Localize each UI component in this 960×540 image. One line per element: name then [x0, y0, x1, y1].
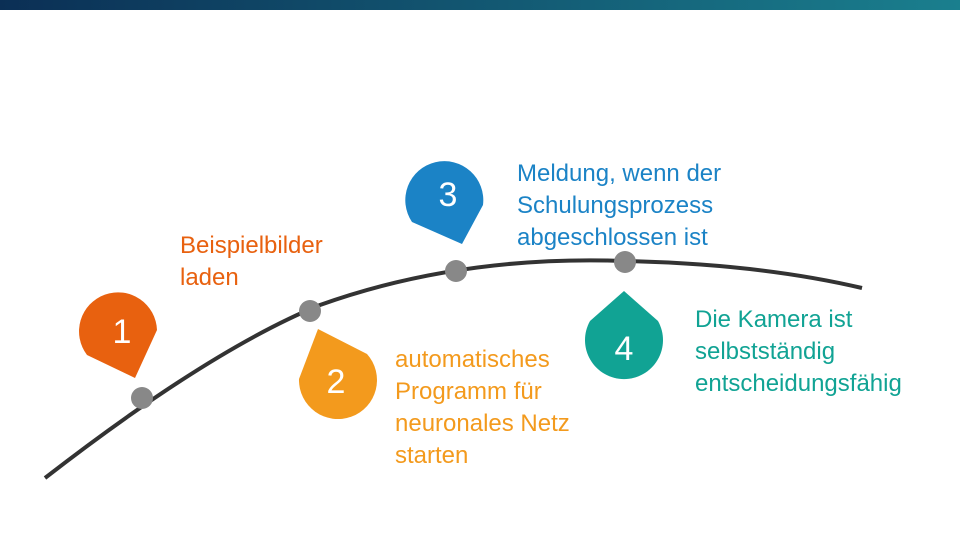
step-1-label: Beispielbilder laden	[180, 230, 323, 294]
step-1-pin: 1	[79, 292, 157, 378]
step-4-pin: 4	[585, 291, 663, 380]
step-4-label: Die Kamera ist selbstständig entscheidun…	[695, 304, 902, 400]
step-4-number: 4	[615, 330, 634, 368]
step-2-line-4: starten	[395, 442, 469, 469]
step-2-pin: 2	[298, 329, 377, 420]
step-3-pin: 3	[405, 161, 484, 244]
step-3-line-1: Meldung, wenn der	[517, 160, 722, 187]
progress-curve	[43, 258, 863, 480]
step-1-line-2: laden	[180, 264, 239, 291]
node-4	[614, 251, 636, 273]
step-2-line-2: Programm für	[395, 378, 542, 405]
node-1	[131, 387, 153, 409]
step-2-label: automatisches Programm für neuronales Ne…	[395, 344, 570, 472]
step-4-line-1: Die Kamera ist	[695, 306, 853, 333]
step-2-line-1: automatisches	[395, 346, 550, 373]
step-4-line-2: selbstständig	[695, 338, 836, 365]
step-1-line-1: Beispielbilder	[180, 232, 323, 259]
step-3-label: Meldung, wenn der Schulungsprozess abges…	[517, 158, 721, 254]
step-2-number: 2	[327, 363, 346, 401]
step-3-number: 3	[439, 176, 458, 214]
top-accent-bar	[0, 0, 960, 10]
step-3-line-2: Schulungsprozess	[517, 192, 714, 219]
step-2-line-3: neuronales Netz	[395, 410, 570, 437]
step-4-line-3: entscheidungsfähig	[695, 370, 902, 397]
node-3	[445, 260, 467, 282]
node-2	[299, 300, 321, 322]
step-3-line-3: abgeschlossen ist	[517, 224, 708, 251]
step-1-number: 1	[113, 313, 132, 351]
